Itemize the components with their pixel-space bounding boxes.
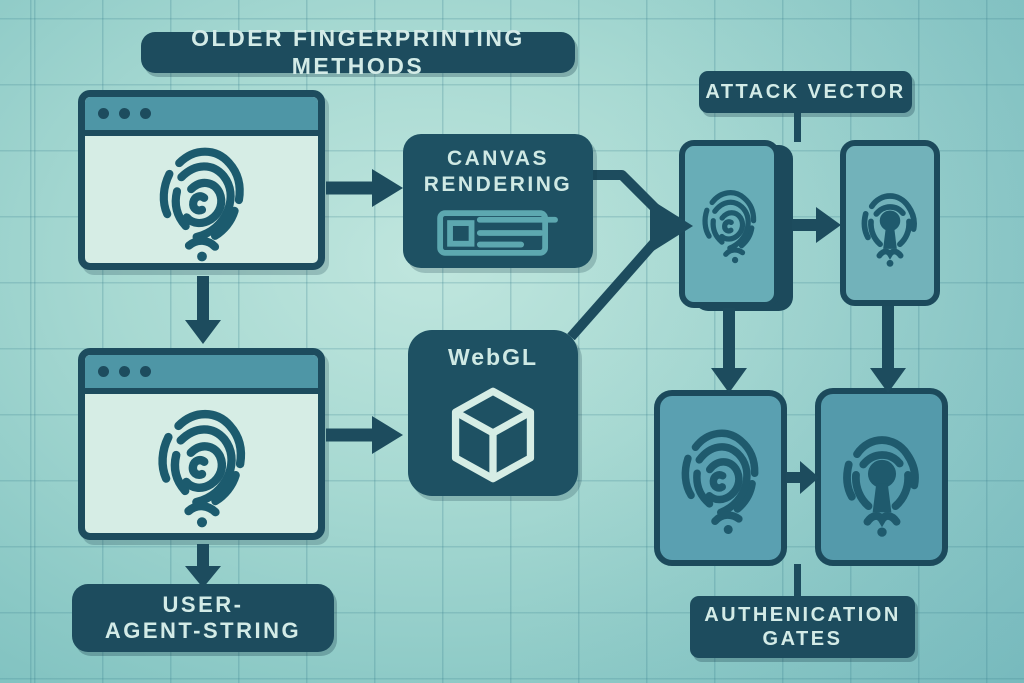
fingerprint-keyhole-icon: [830, 413, 934, 541]
window-dot-icon: [140, 366, 151, 377]
fingerprint-keyhole-icon: [852, 175, 928, 271]
user-agent-line1: USER-: [162, 591, 244, 617]
arrow-card-tr-down: [870, 306, 906, 393]
arrow-browser-to-webgl: [326, 416, 403, 454]
browser-titlebar: [85, 97, 318, 136]
canvas-lines-icon: [437, 210, 558, 256]
auth-gates-line1: AUTHENICATION: [704, 604, 901, 626]
window-dot-icon: [98, 108, 109, 119]
diagram-title: OLDER FINGERPRINTING METHODS: [141, 25, 575, 79]
browser-titlebar: [85, 355, 318, 394]
attack-vector-text: ATTACK VECTOR: [705, 81, 906, 103]
canvas-label-line2: RENDERING: [423, 173, 573, 196]
fingerprint-icon: [689, 176, 771, 273]
diagram-title-text: OLDER FINGERPRINTING METHODS: [191, 24, 525, 79]
canvas-rendering-node: CANVAS RENDERING: [403, 134, 593, 268]
window-dot-icon: [119, 108, 130, 119]
connector-canvas-to-attack: [593, 170, 661, 214]
browser-content: [85, 136, 318, 263]
window-dot-icon: [98, 366, 109, 377]
fingerprint-icon: [144, 399, 260, 529]
auth-gates-tick: [794, 564, 801, 596]
gate-card-fingerprint: [654, 390, 787, 566]
attack-vector-tick: [794, 112, 801, 142]
cube-3d-icon: [451, 387, 535, 483]
webgl-label: WebGL: [447, 344, 539, 370]
attack-card-keyhole: [840, 140, 940, 306]
arrow-card-tl-down: [711, 308, 747, 393]
browser-window-bottom: [78, 348, 325, 540]
user-agent-string-label: USER- AGENT-STRING: [72, 584, 334, 652]
browser-window-top: [78, 90, 325, 270]
user-agent-line2: AGENT-STRING: [104, 618, 302, 643]
webgl-node: WebGL: [408, 330, 578, 496]
attack-card-fingerprint: [679, 140, 780, 308]
auth-gates-line2: GATES: [762, 628, 843, 650]
arrow-browser-to-canvas: [326, 169, 403, 207]
gate-card-keyhole: [815, 388, 948, 566]
browser-content: [85, 394, 318, 533]
arrow-card-tl-to-tr: [792, 207, 841, 243]
canvas-label-line1: CANVAS: [446, 147, 550, 170]
arrow-browser-down: [185, 276, 221, 344]
fingerprint-icon: [662, 411, 778, 546]
arrow-browser-to-useragent: [185, 544, 221, 588]
authentication-gates-label: AUTHENICATION GATES: [690, 596, 915, 658]
window-dot-icon: [119, 366, 130, 377]
attack-vector-label: ATTACK VECTOR: [699, 71, 912, 113]
fingerprint-icon: [146, 137, 258, 263]
window-dot-icon: [140, 108, 151, 119]
